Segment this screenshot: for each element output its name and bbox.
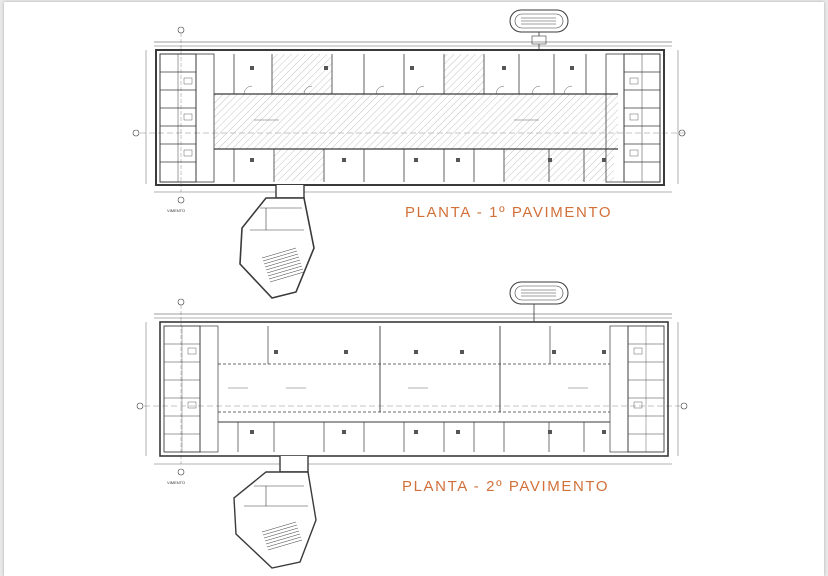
plan-caption-2: PLANTA - 2º PAVIMENTO [402, 478, 610, 495]
document-page: VIMENTO VIMENTO PLANTA - 1º PAVIMENTO PL… [4, 2, 824, 576]
key-plan-bubble [509, 281, 569, 322]
stair-symbol [261, 521, 303, 551]
key-plan-bubble [509, 9, 569, 50]
floor-plans-drawing: VIMENTO VIMENTO [132, 9, 688, 569]
stair-symbol [261, 247, 305, 283]
floor-plan-1 [132, 9, 688, 299]
floor-plan-2 [136, 281, 688, 569]
plan-side-label-2: VIMENTO [167, 480, 185, 485]
plan-side-label-1: VIMENTO [167, 208, 185, 213]
plan-caption-1: PLANTA - 1º PAVIMENTO [405, 204, 613, 221]
